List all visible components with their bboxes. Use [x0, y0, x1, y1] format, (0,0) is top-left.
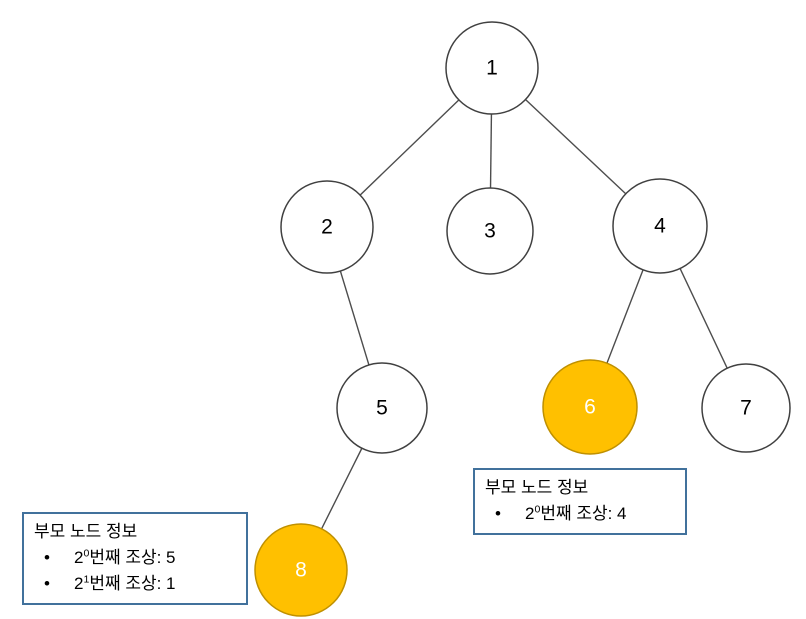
callout-list-item: • 21번째 조상: 1	[34, 571, 236, 597]
bullet-icon: •	[495, 504, 501, 523]
callout-parent-info-node8: 부모 노드 정보•20번째 조상: 5•21번째 조상: 1	[22, 512, 248, 605]
ancestor-power-exponent: 1	[83, 573, 90, 586]
tree-node-2	[280, 180, 374, 274]
callout-title: 부모 노드 정보	[485, 478, 589, 497]
tree-node-7	[701, 363, 791, 453]
tree-node-label-2: 2	[321, 216, 333, 239]
tree-node-label-6: 6	[584, 396, 596, 419]
tree-node-label-1: 1	[486, 57, 498, 80]
bullet-icon: •	[44, 574, 50, 593]
ancestor-power-base: 2	[74, 548, 84, 567]
callout-list: •20번째 조상: 5•21번째 조상: 1	[34, 545, 236, 597]
ancestor-text: 번째 조상: 4	[540, 504, 627, 523]
tree-node-label-7: 7	[740, 397, 752, 420]
ancestor-power-base: 2	[74, 574, 84, 593]
callout-list-item: • 20번째 조상: 4	[485, 501, 675, 527]
tree-node-label-5: 5	[376, 397, 388, 420]
ancestor-text: 번째 조상: 5	[89, 548, 176, 567]
tree-node-5	[336, 362, 428, 454]
callout-title: 부모 노드 정보	[34, 522, 138, 541]
tree-node-1	[445, 21, 539, 115]
ancestor-power-exponent: 0	[83, 547, 90, 560]
ancestor-power-base: 2	[525, 504, 535, 523]
tree-node-6-highlighted	[542, 359, 638, 455]
ancestor-power-exponent: 0	[534, 503, 541, 516]
callout-parent-info-node6: 부모 노드 정보 • 20번째 조상: 4	[473, 468, 687, 535]
ancestor-text: 번째 조상: 1	[89, 574, 176, 593]
tree-node-label-8: 8	[295, 559, 307, 582]
bullet-icon: •	[44, 548, 50, 567]
tree-node-label-4: 4	[654, 215, 666, 238]
callout-list-item: • 20번째 조상: 5	[34, 545, 236, 571]
tree-node-label-3: 3	[484, 220, 496, 243]
callout-list: • 20번째 조상: 4	[485, 501, 675, 527]
tree-node-8-highlighted	[254, 523, 348, 617]
tree-node-3	[446, 187, 534, 275]
tree-node-4	[612, 178, 708, 274]
